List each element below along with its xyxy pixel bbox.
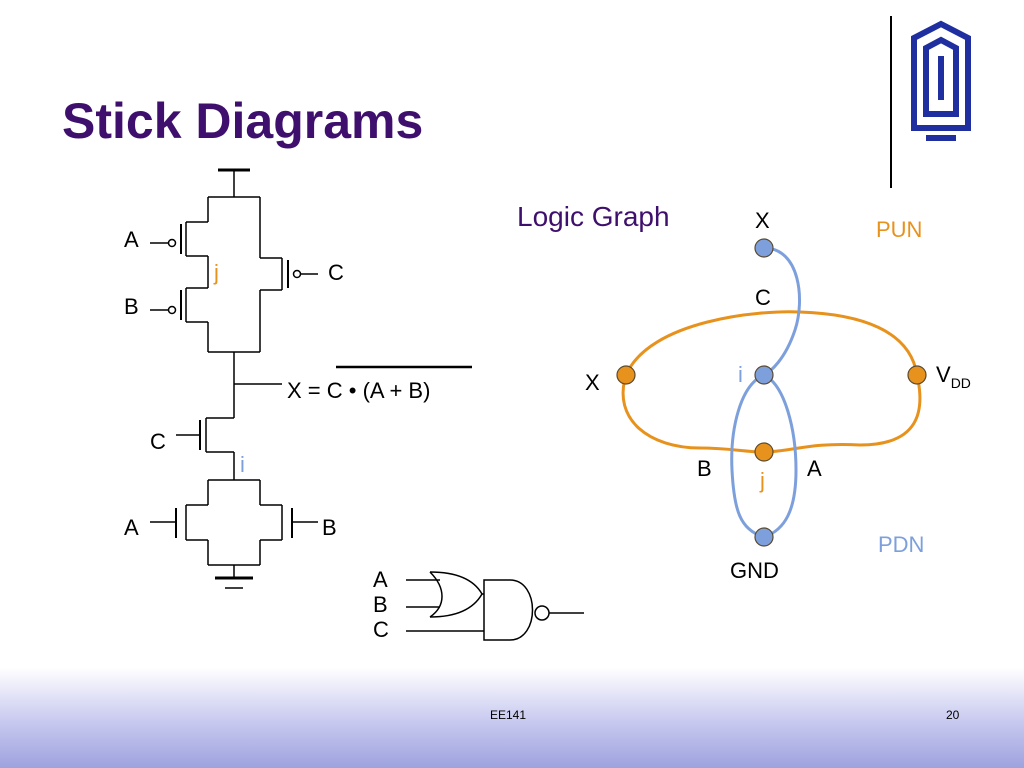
gate-input-c-label: C (373, 617, 389, 642)
graph-node-x-left-label: X (585, 370, 600, 395)
node-i (754, 365, 774, 385)
footer-course: EE141 (490, 708, 527, 722)
node-j (754, 442, 774, 462)
graph-node-x-top-label: X (755, 208, 770, 233)
page-number: 20 (946, 708, 960, 722)
pdn-edge-c (763, 246, 802, 377)
graph-nodes (616, 238, 927, 547)
header-divider (890, 16, 892, 188)
logic-graph-title: Logic Graph (517, 201, 670, 232)
node-x-pdn (754, 238, 774, 258)
cmos-schematic (150, 168, 472, 589)
node-gnd (754, 527, 774, 547)
equation-overbar-term: C • (A + B) (327, 378, 431, 403)
node-j-label: j (213, 260, 219, 285)
pmos-b-label: B (124, 294, 139, 319)
pdn-label: PDN (878, 532, 924, 557)
pdn-edge-a (763, 373, 798, 539)
graph-node-vdd-label: VDD (936, 362, 971, 391)
nmos-c-label: C (150, 429, 166, 454)
university-logo-icon (911, 20, 971, 141)
graph-node-i-label: i (738, 362, 743, 387)
pun-edge-a (763, 374, 922, 454)
pdn-edge-b (730, 373, 765, 539)
graph-edge-b-label: B (697, 456, 712, 481)
pun-edge-c (624, 310, 919, 376)
node-vdd (907, 365, 927, 385)
footer-band (0, 668, 1024, 768)
oai-gate-symbol (406, 571, 584, 641)
graph-edge-a-label: A (807, 456, 822, 481)
slide-title: Stick Diagrams (62, 93, 424, 149)
node-x-pun (616, 365, 636, 385)
gate-input-a-label: A (373, 567, 388, 592)
graph-node-j-label: j (759, 468, 765, 493)
pun-edge-b (621, 374, 765, 454)
node-i-label: i (240, 452, 245, 477)
pmos-c-label: C (328, 260, 344, 285)
graph-edges (621, 246, 922, 539)
nmos-b-label: B (322, 515, 337, 540)
graph-edge-c-label: C (755, 285, 771, 310)
gate-input-b-label: B (373, 592, 388, 617)
pmos-a-label: A (124, 227, 139, 252)
pun-label: PUN (876, 217, 922, 242)
output-equation: X = C • (A + B) (287, 378, 430, 403)
nmos-a-label: A (124, 515, 139, 540)
graph-node-gnd-label: GND (730, 558, 779, 583)
